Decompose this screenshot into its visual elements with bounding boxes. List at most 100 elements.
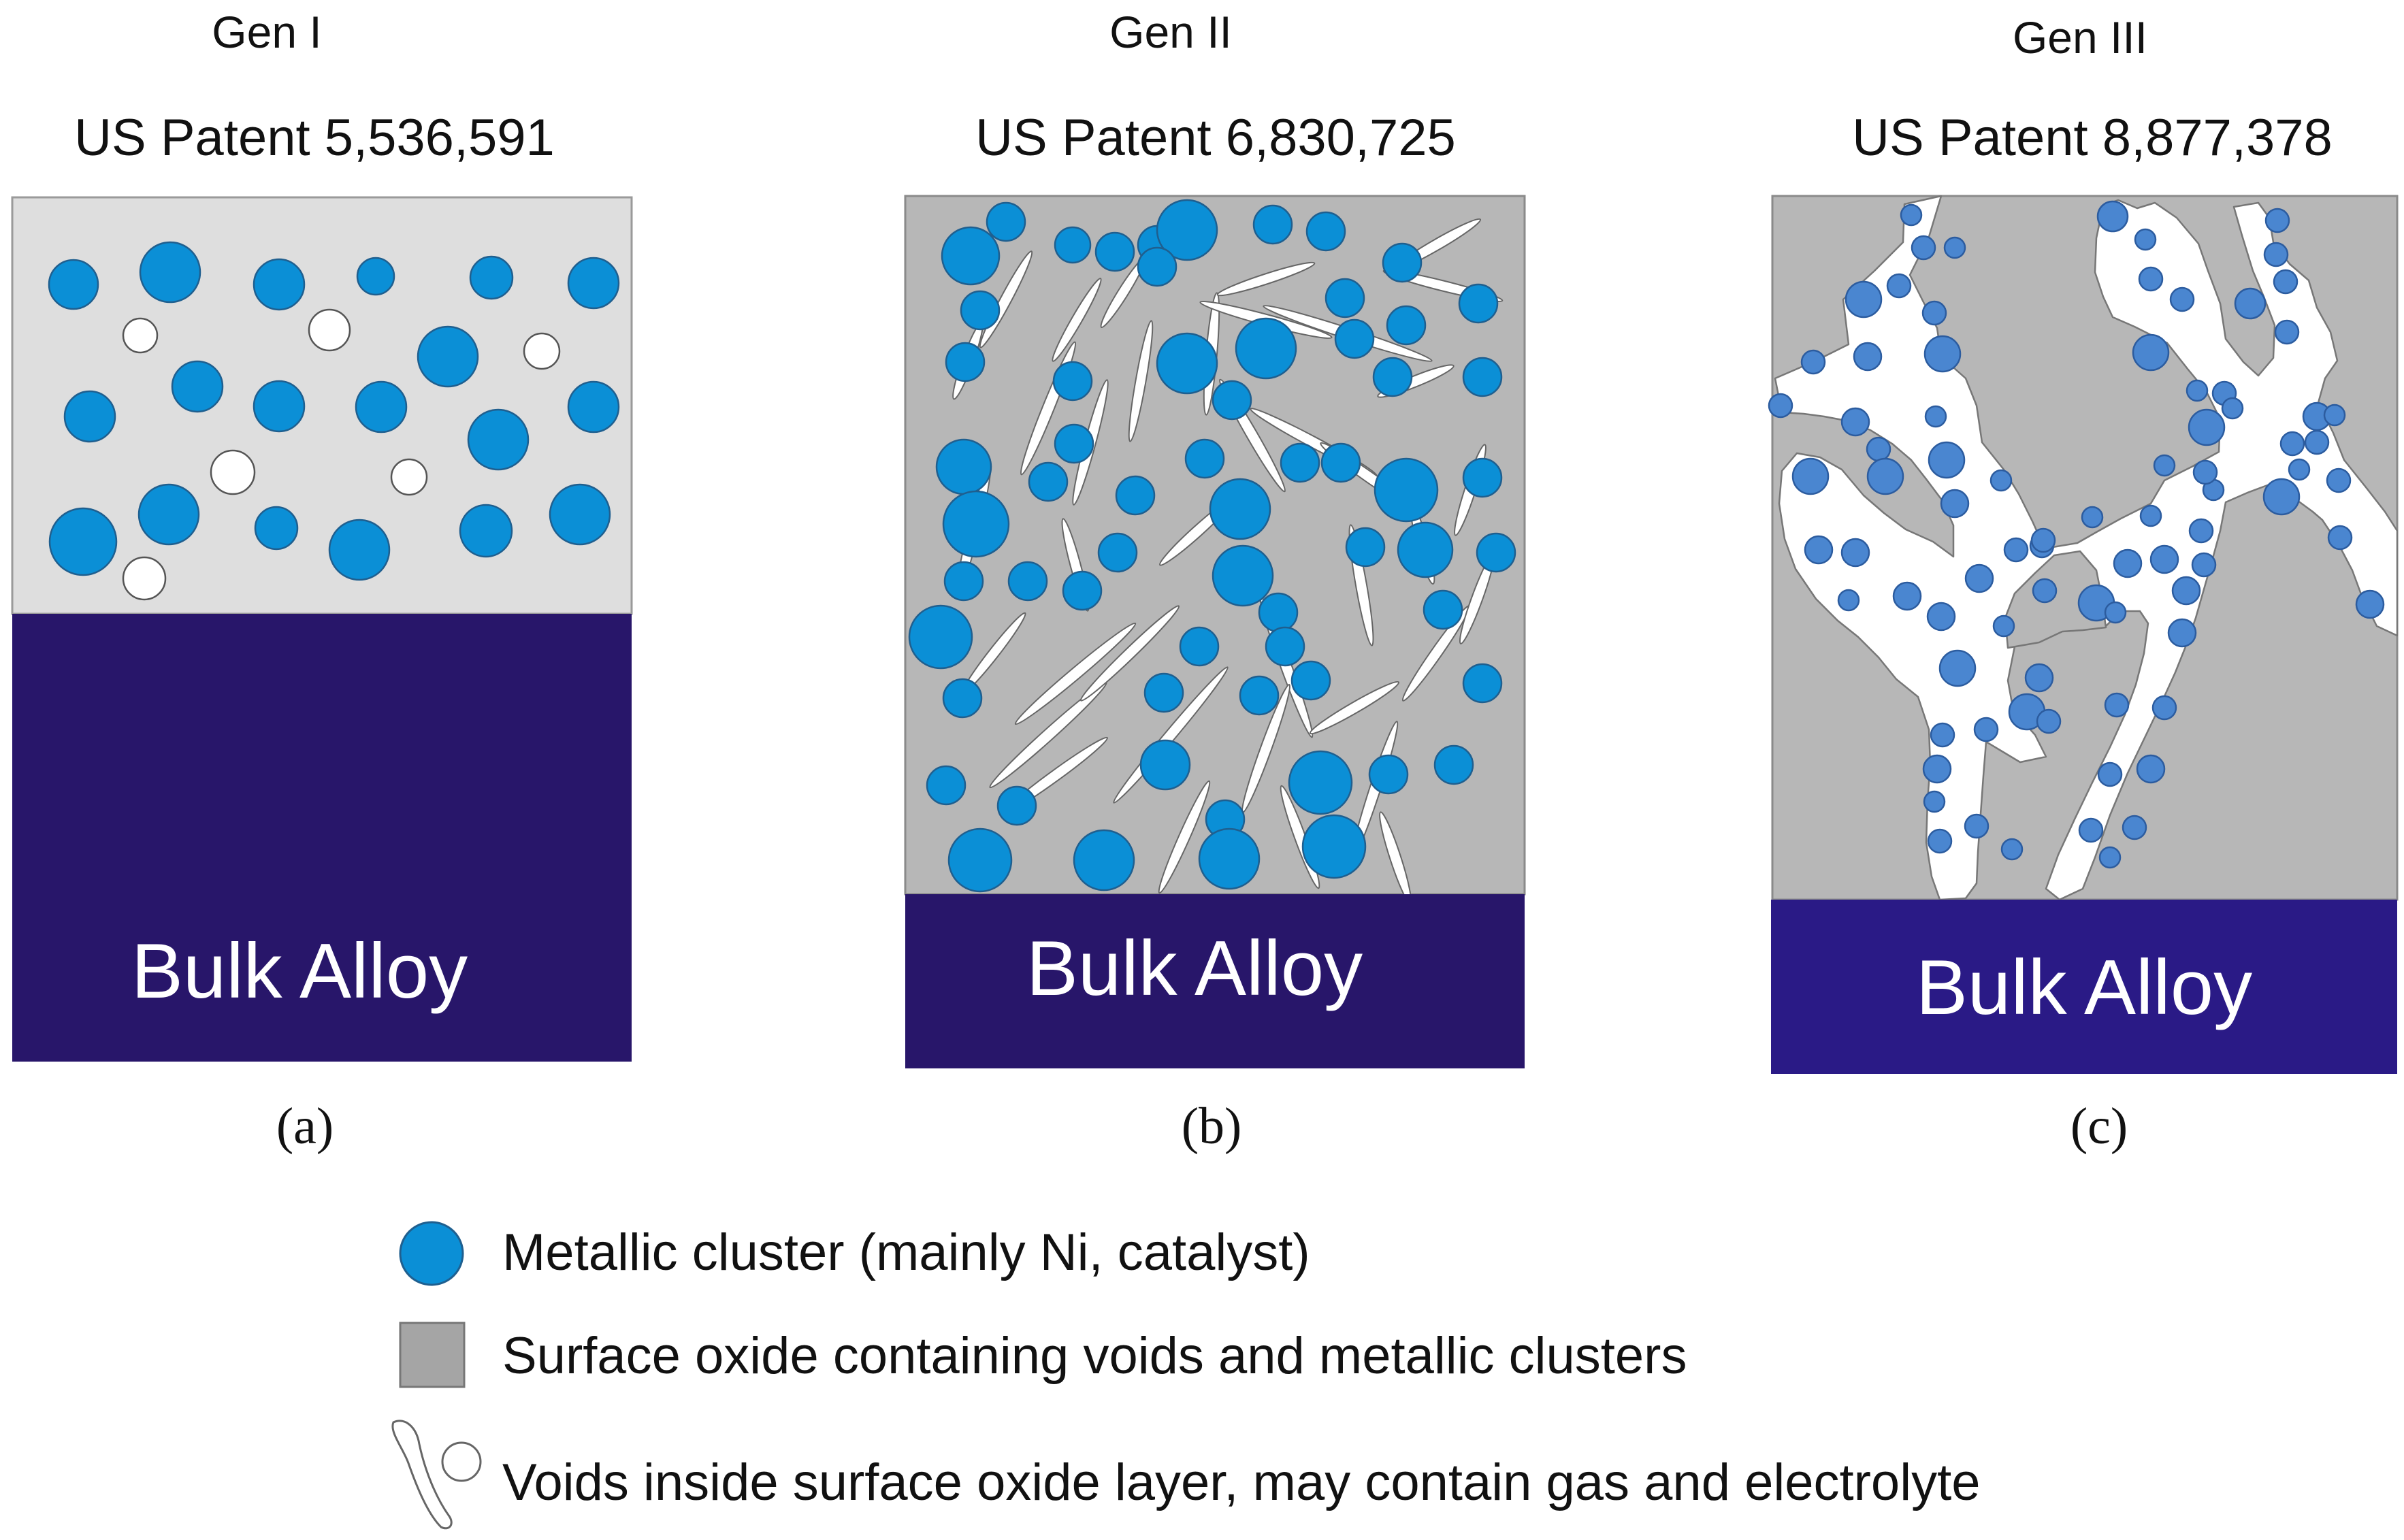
metallic-cluster	[1235, 317, 1297, 380]
metallic-cluster	[1290, 660, 1331, 701]
metallic-cluster	[1964, 813, 1989, 839]
void	[1079, 605, 1180, 702]
metallic-cluster	[2274, 319, 2300, 345]
metallic-cluster	[1325, 278, 1365, 318]
metallic-cluster	[1179, 626, 1220, 667]
metallic-cluster	[2263, 242, 2289, 267]
metallic-cluster	[2234, 287, 2267, 320]
metallic-cluster	[908, 604, 973, 670]
metallic-cluster	[947, 828, 1013, 893]
metallic-cluster	[2078, 817, 2104, 843]
void-circle-icon	[441, 1441, 482, 1482]
void	[1052, 278, 1102, 362]
metallic-cluster	[63, 390, 116, 443]
metallic-cluster	[1922, 754, 1952, 784]
metallic-cluster	[2153, 454, 2176, 477]
metallic-cluster	[996, 785, 1037, 826]
panel-a-bulk-label: Bulk Alloy	[131, 928, 468, 1015]
metallic-cluster	[2032, 578, 2058, 604]
metallic-cluster	[943, 561, 984, 602]
metallic-cluster	[567, 257, 620, 310]
panel-c-bulk-label: Bulk Alloy	[1916, 945, 2252, 1031]
metallic-cluster	[2171, 576, 2201, 606]
metallic-cluster	[1382, 242, 1423, 283]
metallic-cluster	[1073, 829, 1135, 891]
void	[390, 458, 428, 496]
metallic-cluster	[1924, 405, 1947, 428]
metallic-cluster	[1374, 457, 1439, 523]
metallic-cluster	[2167, 618, 2197, 648]
metallic-cluster	[1305, 211, 1346, 252]
metallic-cluster	[2113, 548, 2143, 578]
metallic-cluster	[549, 483, 611, 546]
metallic-cluster	[2169, 286, 2195, 312]
panel-a-generation: Gen I	[212, 7, 321, 57]
metallic-cluster	[2003, 537, 2029, 563]
void-channel	[1774, 195, 2399, 901]
panel-b: Bulk Alloy	[904, 195, 1526, 1068]
metallic-cluster	[1288, 750, 1353, 815]
metallic-cluster	[1928, 441, 1966, 479]
metallic-cluster	[1239, 675, 1280, 716]
legend-void-swatch	[391, 1420, 482, 1530]
metallic-cluster	[1837, 589, 1860, 612]
panel-c-generation: Gen III	[2013, 12, 2147, 63]
metallic-cluster	[2136, 754, 2166, 784]
metallic-cluster	[2149, 544, 2179, 574]
metallic-cluster	[2188, 408, 2226, 446]
metallic-cluster	[2327, 525, 2353, 551]
metallic-cluster	[1156, 332, 1218, 395]
metallic-cluster	[942, 678, 983, 719]
metallic-cluster	[2104, 692, 2130, 718]
metallic-cluster	[2264, 208, 2290, 233]
metallic-cluster	[2024, 663, 2054, 693]
void	[523, 332, 561, 370]
metallic-cluster	[2355, 589, 2385, 619]
metallic-cluster	[1280, 442, 1320, 483]
metallic-cluster	[1964, 563, 1994, 593]
metallic-cluster	[1911, 235, 1936, 261]
metallic-cluster	[2132, 333, 2170, 372]
metallic-cluster	[1900, 203, 1923, 227]
metallic-cluster	[1265, 626, 1305, 667]
panel-b-generation: Gen II	[1109, 7, 1232, 57]
metallic-cluster	[2262, 478, 2301, 516]
metallic-cluster	[139, 241, 201, 304]
metallic-cluster	[253, 380, 306, 433]
metallic-cluster	[1921, 300, 1947, 326]
panel-a-caption: (a)	[276, 1098, 334, 1155]
metallic-cluster	[1840, 407, 1870, 437]
metallic-cluster	[1143, 672, 1184, 713]
panel-a-patent: US Patent 5,536,591	[74, 109, 555, 167]
metallic-cluster	[2097, 761, 2123, 787]
void	[1216, 261, 1316, 297]
panel-a: Bulk Alloy	[11, 196, 633, 1062]
metallic-cluster	[1139, 739, 1191, 791]
legend-cluster-swatch	[399, 1221, 464, 1286]
panel-b-bulk-alloy	[905, 894, 1525, 1068]
metallic-cluster	[2288, 458, 2311, 481]
metallic-cluster	[960, 290, 1001, 331]
void	[1128, 320, 1154, 442]
metallic-cluster	[2134, 228, 2157, 251]
metallic-cluster	[1252, 204, 1293, 245]
metallic-cluster	[1062, 570, 1103, 611]
metallic-cluster	[1845, 280, 1883, 318]
metallic-cluster	[1423, 589, 1463, 630]
panel-c-bulk-alloy	[1771, 900, 2397, 1074]
metallic-cluster	[2081, 506, 2104, 529]
metallic-cluster	[1372, 357, 1413, 397]
legend-oxide-label: Surface oxide containing voids and metal…	[502, 1327, 1687, 1385]
metallic-cluster	[2104, 601, 2127, 624]
void	[1309, 681, 1400, 735]
metallic-cluster	[1462, 357, 1503, 397]
metallic-cluster	[1198, 828, 1261, 890]
panel-a-bulk-alloy	[12, 614, 632, 1062]
metallic-cluster	[355, 380, 408, 433]
metallic-cluster	[137, 483, 200, 546]
metallic-cluster	[1476, 532, 1516, 573]
metallic-cluster	[1800, 349, 1826, 375]
metallic-cluster	[1989, 469, 2013, 492]
metallic-cluster	[1840, 538, 1870, 568]
